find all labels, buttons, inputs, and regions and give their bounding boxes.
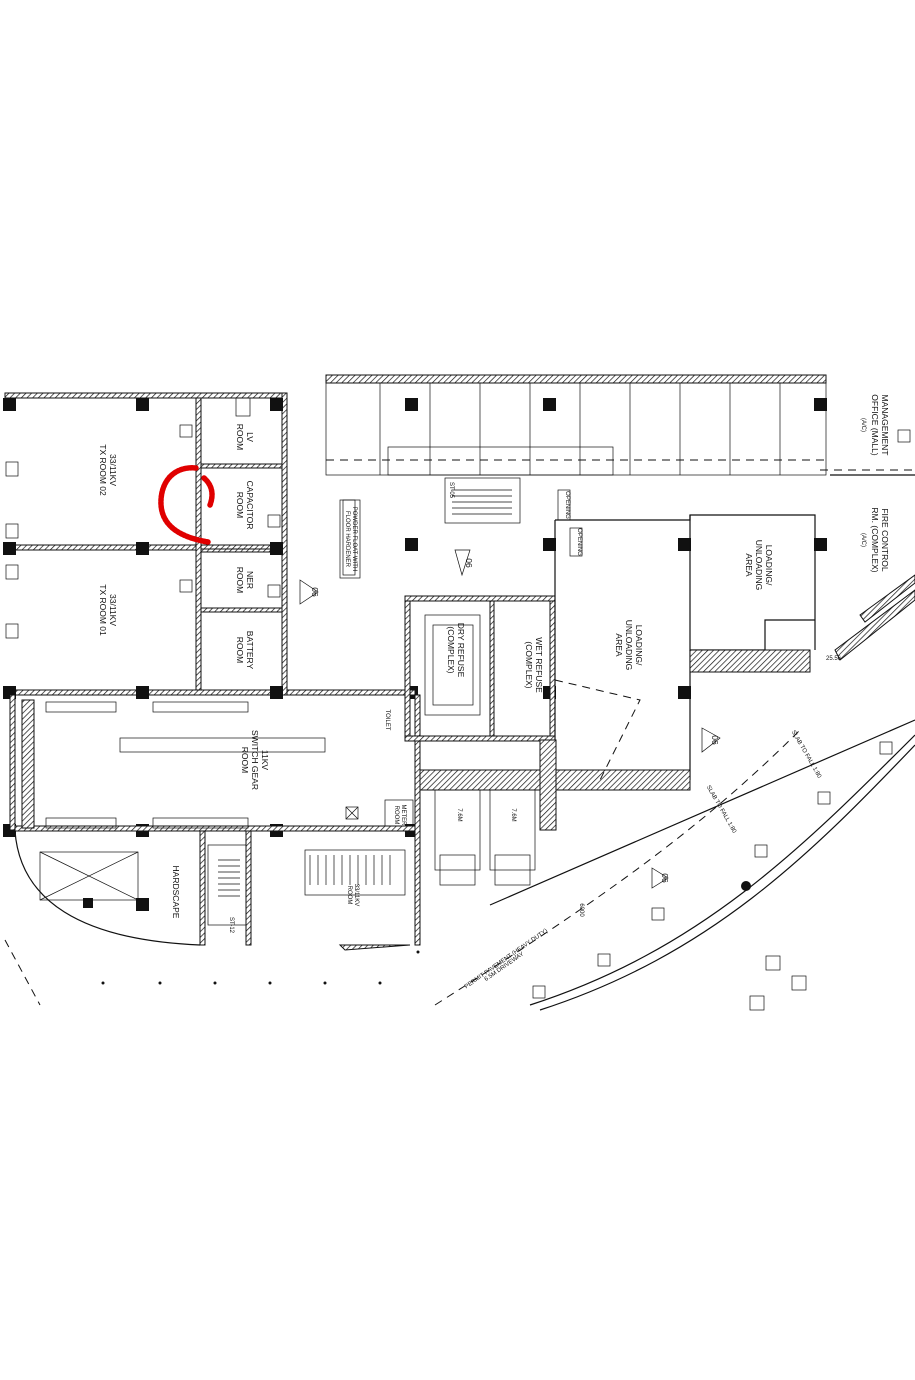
loading-area xyxy=(419,514,816,886)
lorry-label-2: 7.6M xyxy=(510,808,516,821)
toilet-label: TOILET xyxy=(384,710,390,731)
red-markup-c-mark xyxy=(158,465,215,545)
switchgear-area-walls xyxy=(9,689,421,951)
loading-area-2-line1: LOADING/ xyxy=(634,625,644,666)
meter-room-line1: METER xyxy=(400,805,406,827)
loading-area-1-line1: LOADING/ xyxy=(764,545,774,586)
wet-refuse-label-line1: WET REFUSE xyxy=(534,637,544,693)
loading-area-1-line3: AREA xyxy=(744,553,754,576)
section-marker-1 xyxy=(299,579,319,605)
section-label-1: 06 xyxy=(310,587,320,597)
tx-room-01-label-line2: TX ROOM 01 xyxy=(98,584,108,636)
lorry-label-1: 7.6M xyxy=(456,808,462,821)
fire-control-line1: FIRE CONTROL xyxy=(880,508,890,572)
tx-room-01-label-line1: 33/11KV xyxy=(108,594,118,626)
hardscape-label: HARDSCAPE xyxy=(171,866,181,919)
capacitor-room-label-line2: ROOM xyxy=(235,492,245,518)
tx-room-02-label-line1: 33/11KV xyxy=(108,454,118,486)
ner-room-label-line2: ROOM xyxy=(235,567,245,593)
opening-label-1: OPENING xyxy=(564,491,570,519)
section-marker-3 xyxy=(701,727,721,753)
stair-label-2: ST-05 xyxy=(448,482,454,499)
lv-room-label-line1: LV xyxy=(245,432,255,442)
loading-area-1-line2: UNLOADING xyxy=(754,540,764,591)
shop-row xyxy=(325,374,827,476)
stair-label-1: ST-12 xyxy=(228,917,234,934)
loading-area-2-line2: UNLOADING xyxy=(624,620,634,671)
switchgear-label-line3: ROOM xyxy=(240,747,250,773)
fire-control-line2: RM. (COMPLEX) xyxy=(870,507,880,572)
section-label-4: 06 xyxy=(660,873,670,883)
hv-room-line1: 33/11KV xyxy=(353,884,359,907)
capacitor-room-label-line1: CAPACITOR xyxy=(245,481,255,530)
switchgear-label-line1: 11KV xyxy=(260,750,270,770)
battery-room-label-line1: BATTERY xyxy=(245,631,255,670)
dry-refuse-label-line1: DRY REFUSE xyxy=(456,623,466,678)
battery-room-label-line2: ROOM xyxy=(235,637,245,663)
section-marker-2 xyxy=(454,549,471,577)
meter-room-line2: ROOM xyxy=(393,806,399,825)
section-marker-4 xyxy=(651,867,669,889)
management-office-line1: MANAGEMENT xyxy=(880,395,890,456)
dry-refuse-label-line2: (COMPLEX) xyxy=(446,626,456,673)
driveway-lines xyxy=(4,469,915,1011)
hv-room-line2: ROOM xyxy=(346,886,352,905)
note-box-line2: FLOOR HARDENER xyxy=(344,511,350,568)
management-office-line3: (A/C) xyxy=(860,418,866,432)
note-box-line1: POWDER FLOAT WITH xyxy=(351,507,357,571)
lv-room-label-line2: ROOM xyxy=(235,424,245,450)
driveway-sub-label: PERMIT PAVEMENT (HEAVY DUTY) xyxy=(464,928,549,990)
loading-area-2-line3: AREA xyxy=(614,633,624,656)
management-office-line2: OFFICE (MALL) xyxy=(870,394,880,456)
refuse-rooms xyxy=(404,595,556,742)
level-label: 25.56 xyxy=(826,656,842,662)
section-label-3: 06 xyxy=(710,735,720,745)
section-label-2: 06 xyxy=(464,558,474,568)
stair-treads xyxy=(218,477,521,897)
tx-room-02-label-line2: TX ROOM 02 xyxy=(98,444,108,496)
opening-label-2: OPENING xyxy=(576,528,582,556)
fire-control-line3: (A/C) xyxy=(860,533,866,547)
wet-refuse-label-line2: (COMPLEX) xyxy=(524,641,534,688)
switchgear-label-line2: SWITCH GEAR xyxy=(250,730,260,790)
dimension-label: 6000 xyxy=(578,903,584,917)
ner-room-label-line1: NER xyxy=(245,571,255,589)
fixture-symbols xyxy=(5,397,911,1011)
